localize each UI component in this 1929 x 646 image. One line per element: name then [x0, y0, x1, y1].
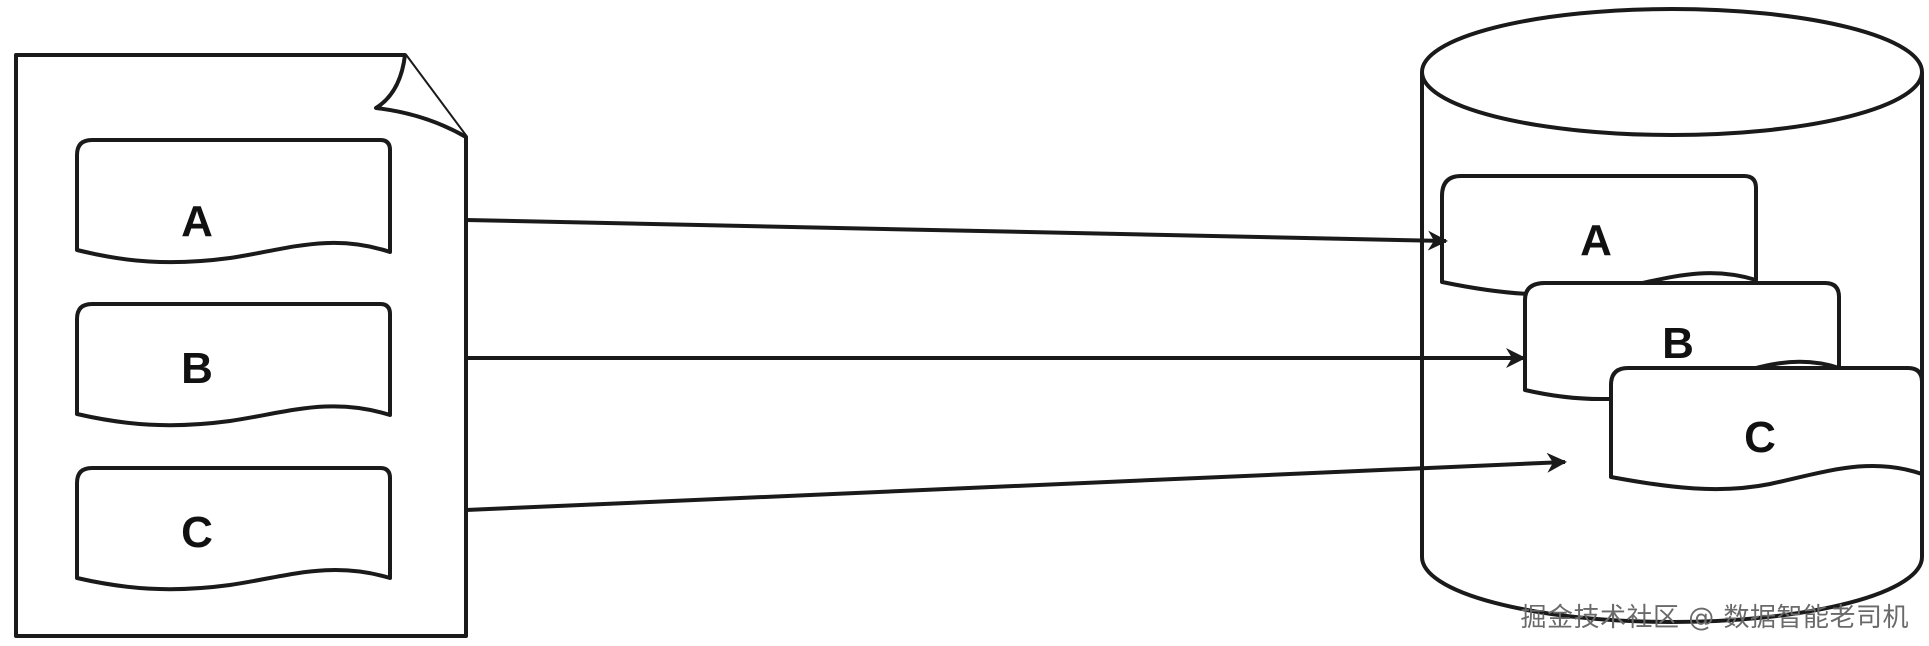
folded-corner-icon [374, 54, 467, 139]
source-item-a-label: A [181, 197, 213, 246]
store-item-b-label: B [1662, 319, 1694, 368]
source-item-c: C [75, 466, 392, 592]
watermark-text: 掘金技术社区 @ 数据智能老司机 [1520, 603, 1909, 633]
arrow-c [465, 452, 1567, 512]
store-item-c: C [1609, 366, 1924, 492]
source-document: A B C [14, 53, 468, 638]
source-item-c-label: C [181, 508, 213, 557]
store-item-a-label: A [1580, 216, 1612, 265]
source-item-a: A [75, 138, 392, 265]
database-top [1420, 7, 1924, 137]
source-item-b: B [75, 302, 392, 428]
source-item-b-label: B [181, 344, 213, 393]
store-item-c-label: C [1744, 413, 1776, 462]
store-item-a: A [1440, 174, 1758, 297]
arrow-a [465, 218, 1448, 251]
